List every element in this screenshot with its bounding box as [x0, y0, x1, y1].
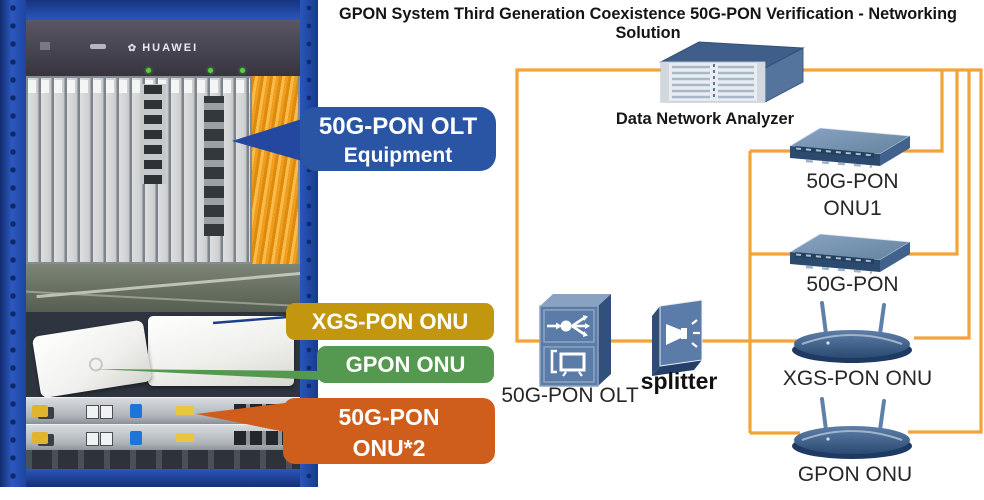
- pon50-label: 50G-PON: [806, 273, 899, 296]
- fiber-cable-bundle: [252, 76, 298, 264]
- callout-50g-pon-onu2: 50G-PON ONU*2: [283, 398, 495, 464]
- ethernet-port: [100, 405, 113, 419]
- rack-unit-onu-2: [26, 424, 306, 451]
- cable-shelf: [26, 264, 300, 312]
- page-title: GPON System Third Generation Coexistence…: [339, 5, 957, 42]
- onu1-switch-icon: [788, 127, 912, 168]
- splitter-label: splitter: [640, 368, 718, 394]
- status-led: [240, 68, 245, 73]
- rack-frame-bottom: [0, 469, 318, 487]
- card-handles: [28, 80, 250, 93]
- cable-tray: [26, 450, 300, 469]
- pon50-switch-icon: [788, 233, 912, 274]
- sfp-port: [130, 404, 142, 418]
- analyzer-label: Data Network Analyzer: [615, 110, 795, 128]
- gpon-router-icon: [792, 397, 912, 459]
- callout-gpon-onu: GPON ONU: [317, 346, 494, 383]
- network-analyzer-icon: [659, 41, 805, 103]
- olt-label: 50G-PON OLT: [501, 384, 639, 407]
- splitter-icon: [652, 300, 703, 376]
- header-mark: [40, 42, 50, 50]
- chassis-header-bar: ✿HUAWEI: [26, 20, 300, 76]
- fiber-connector: [32, 432, 48, 444]
- huawei-brand-text: ✿HUAWEI: [127, 42, 199, 54]
- callout-pointer-gpon: [96, 369, 319, 380]
- rack-frame-top: [0, 0, 318, 20]
- callout-wedge-onu2: [196, 403, 285, 432]
- callout-pointer-xgs: [212, 315, 289, 325]
- callout-olt-equipment: 50G-PON OLT Equipment: [300, 107, 496, 171]
- status-led: [146, 68, 151, 73]
- warning-label: [176, 433, 194, 442]
- ethernet-port: [86, 405, 99, 419]
- xgs-label: XGS-PON ONU: [782, 367, 933, 390]
- rack-photo: ✿HUAWEI: [0, 0, 318, 487]
- optical-card: [204, 96, 224, 236]
- status-led: [208, 68, 213, 73]
- rack-frame-left: [0, 0, 26, 487]
- huawei-logo-icon: ✿: [127, 43, 139, 54]
- xgs-router-icon: [792, 301, 912, 363]
- rj45-card: [140, 84, 166, 184]
- olt-icon: [539, 294, 611, 387]
- warning-label: [176, 406, 194, 415]
- onu1-label: 50G-PON ONU1: [806, 170, 899, 220]
- callout-wedge-olt: [232, 119, 302, 161]
- ethernet-port: [86, 432, 99, 446]
- header-dot: [90, 44, 106, 49]
- fiber-connector: [32, 405, 48, 417]
- callout-xgs-pon-onu: XGS-PON ONU: [286, 303, 494, 340]
- ethernet-port: [100, 432, 113, 446]
- gpon-label: GPON ONU: [797, 463, 913, 486]
- card-cage: [26, 68, 300, 264]
- sfp-port: [130, 431, 142, 445]
